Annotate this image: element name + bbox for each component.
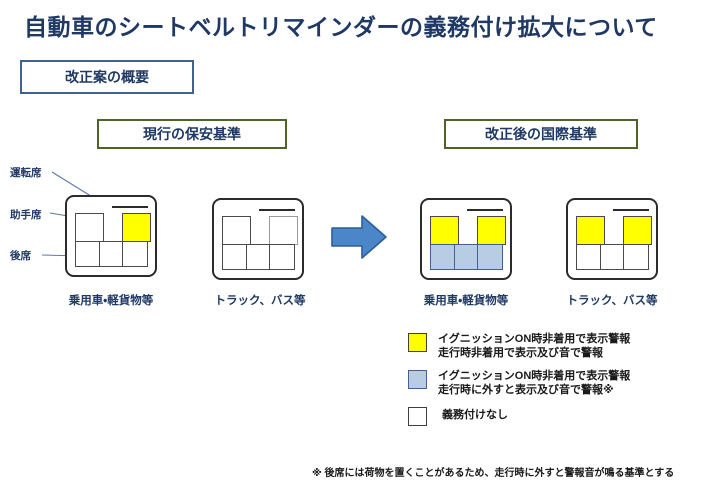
vehicle-caption-current-car: 乗用車・軽貨物等: [68, 295, 154, 307]
legend-swatch-yellow: [408, 333, 427, 352]
legend-row-yellow: イグニッションON時非着用で表示警報 走行時非着用で表示及び音で警報: [408, 332, 708, 360]
seat-rear-2: [453, 244, 480, 270]
legend-swatch-blue: [408, 370, 427, 389]
seat-front-right-driver: [477, 216, 506, 245]
panel-heading-new: 改正後の国際基準: [444, 119, 638, 149]
legend-line: 走行時非着用で表示及び音で警報: [438, 347, 603, 359]
transition-arrow-icon: [331, 215, 387, 259]
dashboard-line-icon: [613, 209, 649, 211]
legend-line: イグニッションON時非着用で表示警報: [438, 333, 631, 345]
legend-text-yellow: イグニッションON時非着用で表示警報 走行時非着用で表示及び音で警報: [438, 332, 630, 360]
vehicle-caption-current-truck: トラック、バス等: [214, 295, 306, 307]
seat-rear-2: [599, 244, 626, 270]
section-label-box: 改正案の概要: [20, 60, 194, 94]
front-seat-row: [576, 216, 652, 245]
legend-swatch-white: [408, 407, 427, 426]
legend-line: 義務付けなし: [442, 409, 508, 421]
vehicle-caption-new-car: 乗用車・軽貨物等: [423, 295, 509, 307]
vehicle-diagram-new-car: [420, 198, 512, 280]
seat-rear-1: [75, 241, 101, 267]
page-title: 自動車のシートベルトリマインダーの義務付け拡大について: [24, 14, 658, 40]
seat-front-right-driver: [269, 216, 298, 245]
seat-rear-1: [430, 244, 456, 270]
vehicle-diagram-current-truck: [212, 198, 304, 280]
seat-label-passenger: 助手席: [10, 209, 42, 221]
panel-heading-new-text: 改正後の国際基準: [485, 126, 597, 142]
front-seat-row: [75, 213, 151, 242]
legend-text-blue: イグニッションON時非着用で表示警報 走行時に外すと表示及び音で警報※: [438, 369, 630, 397]
front-seat-row: [430, 216, 506, 245]
legend-line: 走行時に外すと表示及び音で警報※: [438, 384, 614, 396]
seat-front-right-driver: [623, 216, 652, 245]
seat-front-right-driver: [122, 213, 151, 242]
legend-row-blue: イグニッションON時非着用で表示警報 走行時に外すと表示及び音で警報※: [408, 369, 708, 397]
section-label-text: 改正案の概要: [65, 69, 149, 85]
seat-rear-3: [623, 244, 649, 270]
seat-rear-3: [122, 241, 148, 267]
panel-heading-current: 現行の保安基準: [97, 119, 287, 149]
panel-heading-current-text: 現行の保安基準: [143, 126, 241, 142]
front-seat-row: [222, 216, 298, 245]
vehicle-diagram-new-truck: [566, 198, 658, 280]
seat-rear-3: [477, 244, 503, 270]
seat-front-left: [576, 216, 605, 245]
rear-seat-row: [576, 244, 652, 270]
legend-row-white: 義務付けなし: [408, 406, 708, 426]
seat-rear-2: [98, 241, 125, 267]
legend: イグニッションON時非着用で表示警報 走行時非着用で表示及び音で警報 イグニッシ…: [408, 332, 708, 435]
seat-rear-2: [245, 244, 272, 270]
rear-seat-row: [430, 244, 506, 270]
seat-front-left: [222, 216, 251, 245]
seat-label-driver: 運転席: [10, 167, 42, 179]
seat-label-rear: 後席: [10, 250, 31, 262]
dashboard-line-icon: [259, 209, 295, 211]
seat-front-left: [75, 213, 104, 242]
footnote-text: ※ 後席には荷物を置くことがあるため、走行時に外すと警報音が鳴る基準とする: [312, 468, 675, 479]
seat-front-left: [430, 216, 459, 245]
dashboard-line-icon: [112, 206, 148, 208]
legend-line: イグニッションON時非着用で表示警報: [438, 370, 631, 382]
dashboard-line-icon: [467, 209, 503, 211]
seat-rear-1: [576, 244, 602, 270]
vehicle-diagram-current-car: [65, 195, 157, 277]
vehicle-caption-new-truck: トラック、バス等: [566, 295, 658, 307]
rear-seat-row: [75, 241, 151, 267]
legend-text-white: 義務付けなし: [438, 406, 508, 422]
rear-seat-row: [222, 244, 298, 270]
seat-rear-1: [222, 244, 248, 270]
seat-rear-3: [269, 244, 295, 270]
